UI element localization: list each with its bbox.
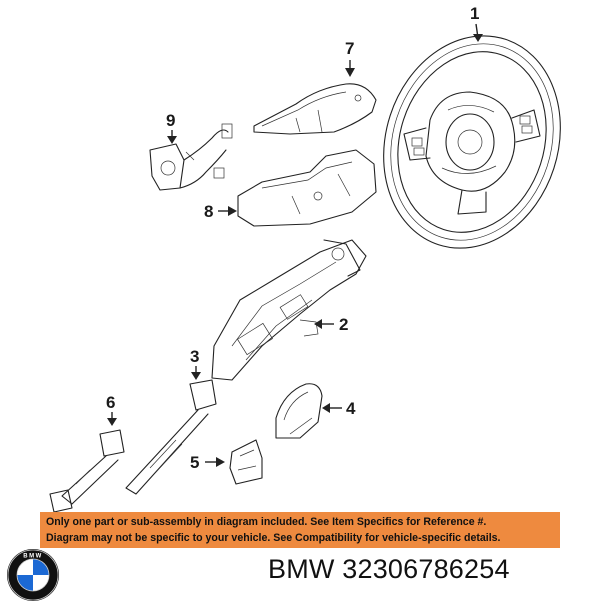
callout-6: 6 (106, 393, 115, 412)
callout-4: 4 (346, 399, 356, 418)
callout-7: 7 (345, 39, 354, 58)
compatibility-notice-banner: Only one part or sub-assembly in diagram… (40, 512, 560, 548)
lower-trim-cover-part (237, 149, 377, 227)
intermediate-shaft-part (125, 379, 217, 495)
callout-3: 3 (190, 347, 199, 366)
callout-1: 1 (470, 4, 479, 23)
steering-column-assembly-part (211, 239, 367, 381)
bmw-logo-text: BMW (23, 554, 43, 560)
notice-line-2: Diagram may not be specific to your vehi… (46, 532, 501, 544)
callout-9: 9 (166, 111, 175, 130)
part-number-caption: BMW 32306786254 (268, 554, 510, 584)
bracket-part (229, 439, 263, 485)
universal-joint-shaft-part (49, 429, 125, 512)
steering-wheel-part (383, 35, 561, 249)
notice-line-1: Only one part or sub-assembly in diagram… (46, 516, 487, 528)
upper-trim-cover-part (253, 83, 377, 135)
callout-8: 8 (204, 202, 213, 221)
bmw-logo: BMW (7, 549, 59, 601)
column-shroud-part (275, 383, 323, 439)
callout-2: 2 (339, 315, 348, 334)
callout-5: 5 (190, 453, 199, 472)
clockspring-wiring-part (149, 123, 233, 191)
steering-column-diagram: 1 7 9 8 (49, 4, 561, 512)
